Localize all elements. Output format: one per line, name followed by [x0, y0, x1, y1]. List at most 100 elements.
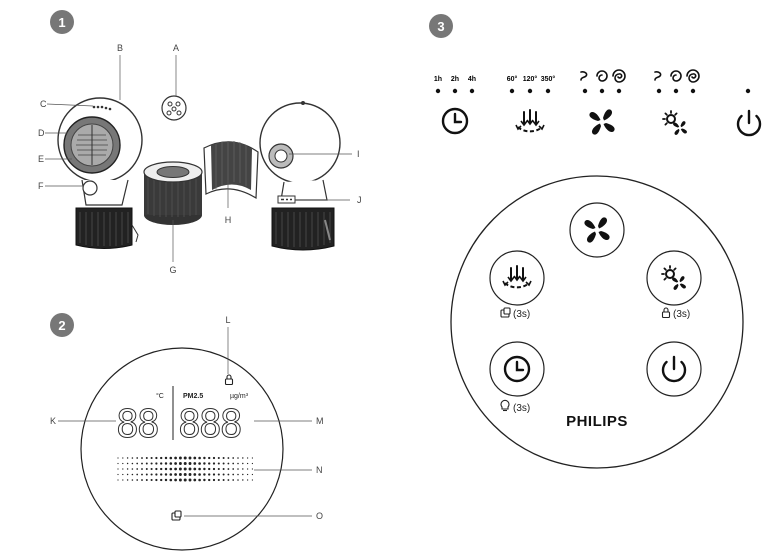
matrix-dot — [193, 462, 197, 465]
fan-speed-2-icon — [596, 70, 608, 82]
matrix-dot — [160, 478, 163, 482]
matrix-dot — [178, 478, 182, 482]
matrix-dot — [222, 462, 225, 465]
oscillation-button[interactable] — [489, 250, 545, 306]
matrix-dot — [160, 467, 163, 471]
matrix-dot — [251, 462, 253, 465]
matrix-dot — [164, 462, 168, 465]
air-quality-dot-matrix — [117, 456, 253, 482]
callout-k: K — [50, 416, 116, 426]
matrix-dot — [122, 473, 124, 476]
matrix-dot — [217, 478, 220, 482]
matrix-dot — [145, 468, 148, 470]
matrix-dot — [174, 473, 177, 476]
heat-level-2-icon — [670, 70, 682, 82]
svg-text:I: I — [357, 149, 360, 159]
matrix-dot — [237, 473, 239, 476]
matrix-dot — [222, 479, 225, 481]
matrix-dot — [141, 473, 143, 476]
matrix-dot — [217, 462, 220, 465]
matrix-dot — [203, 473, 206, 476]
matrix-dot — [212, 456, 216, 460]
matrix-dot — [150, 456, 153, 460]
heat-button[interactable] — [646, 250, 702, 306]
fan-icon — [589, 109, 615, 135]
matrix-dot — [169, 478, 173, 482]
matrix-dot — [131, 479, 134, 481]
matrix-dot — [183, 478, 187, 482]
svg-text:B: B — [117, 43, 123, 53]
heat-level-3-icon — [686, 69, 700, 83]
matrix-dot — [117, 457, 119, 459]
pm-label: PM2.5 — [183, 393, 203, 400]
matrix-dot — [222, 468, 225, 470]
matrix-dot — [150, 473, 153, 476]
timer-icon — [441, 107, 469, 135]
matrix-dot — [122, 462, 124, 465]
matrix-dot — [164, 473, 168, 476]
matrix-dot — [141, 457, 143, 459]
matrix-dot — [246, 462, 249, 465]
matrix-dot — [131, 457, 134, 459]
matrix-dot — [155, 467, 158, 471]
svg-text:2: 2 — [58, 318, 65, 333]
matrix-dot — [251, 479, 253, 481]
matrix-dot — [227, 468, 230, 470]
matrix-dot — [242, 462, 244, 465]
matrix-dot — [169, 456, 173, 460]
svg-text:N: N — [316, 465, 323, 475]
matrix-dot — [193, 478, 197, 482]
svg-text:O: O — [316, 511, 323, 521]
matrix-dot — [222, 473, 225, 476]
matrix-dot — [131, 468, 134, 470]
matrix-dot — [141, 468, 143, 470]
svg-text:M: M — [316, 416, 324, 426]
matrix-dot — [117, 468, 119, 470]
matrix-dot — [188, 473, 192, 476]
matrix-dot — [183, 462, 187, 465]
matrix-dot — [164, 467, 168, 471]
matrix-dot — [246, 468, 249, 470]
matrix-dot — [251, 457, 253, 459]
timer-indicator: 1h 2h 4h — [434, 76, 476, 135]
matrix-dot — [193, 473, 197, 476]
matrix-dot — [145, 457, 148, 459]
svg-text:H: H — [225, 215, 232, 225]
matrix-dot — [208, 478, 211, 482]
pm-digits: 888 — [178, 402, 241, 446]
matrix-dot — [169, 467, 173, 471]
matrix-dot — [169, 473, 173, 476]
oscillation-indicator: 60° 120° 350° — [507, 75, 555, 133]
timer-button[interactable] — [489, 341, 545, 397]
callout-m: M — [254, 416, 324, 426]
matrix-dot — [126, 462, 129, 465]
brand-logo: PHILIPS — [566, 413, 628, 430]
matrix-dot — [193, 467, 197, 471]
matrix-dot — [198, 462, 201, 465]
matrix-dot — [212, 478, 216, 482]
matrix-dot — [126, 473, 129, 476]
matrix-dot — [131, 462, 134, 465]
section-badge-2: 2 — [50, 313, 74, 337]
svg-text:3: 3 — [437, 19, 444, 34]
callout-d: D — [38, 128, 68, 138]
matrix-dot — [227, 462, 230, 465]
matrix-dot — [155, 456, 158, 460]
matrix-dot — [232, 462, 235, 465]
matrix-dot — [174, 467, 177, 471]
matrix-dot — [232, 473, 235, 476]
timer-4h-label: 4h — [468, 76, 476, 83]
matrix-dot — [237, 468, 239, 470]
power-button[interactable] — [646, 341, 702, 397]
matrix-dot — [232, 468, 235, 470]
matrix-dot — [198, 467, 201, 471]
fan-button[interactable] — [569, 202, 625, 258]
section-badge-1: 1 — [50, 10, 74, 34]
matrix-dot — [160, 462, 163, 465]
matrix-dot — [188, 467, 192, 471]
heat-level-1-icon — [654, 71, 662, 81]
matrix-dot — [178, 456, 182, 460]
power-icon — [736, 109, 762, 137]
matrix-dot — [122, 468, 124, 470]
callout-j: J — [295, 195, 362, 205]
